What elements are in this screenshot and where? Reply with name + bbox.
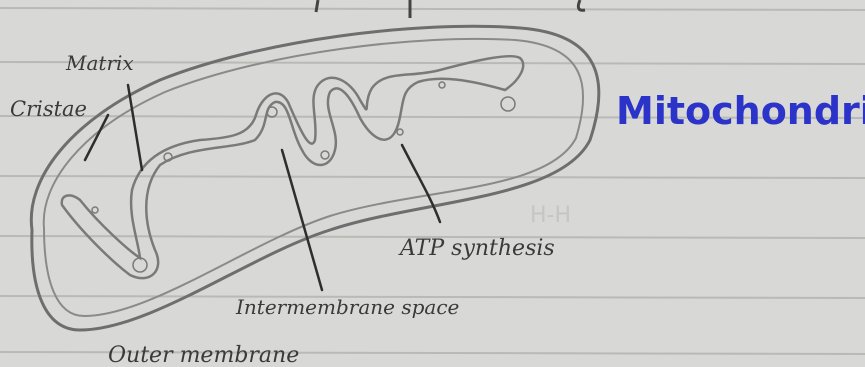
matrix-leader	[128, 85, 142, 170]
ruled-line	[0, 176, 865, 178]
label-cristae: Cristae	[10, 97, 87, 121]
label-atp-synthesis: ATP synthesis	[398, 236, 555, 261]
label-outer-membrane: Outer membrane	[108, 343, 299, 367]
faint-mark: H-H	[530, 203, 571, 228]
label-matrix: Matrix	[65, 51, 134, 75]
label-intermembrane-space: Intermembrane space	[235, 295, 459, 319]
ruled-line	[0, 8, 865, 10]
diagram-title: Mitochondria	[616, 89, 865, 133]
